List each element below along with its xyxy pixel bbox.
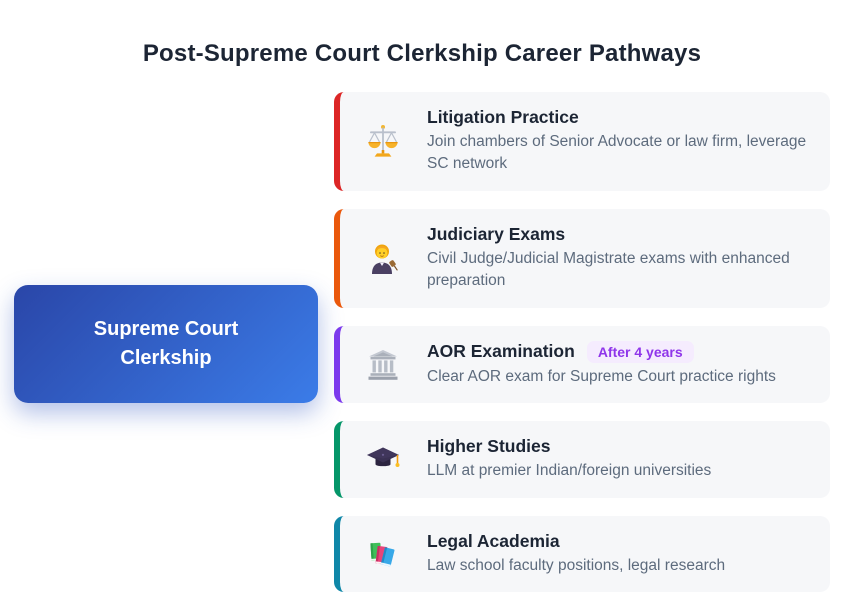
courthouse-icon — [365, 347, 401, 383]
pathway-card: Higher Studies LLM at premier Indian/for… — [334, 421, 830, 498]
pathway-card: Litigation Practice Join chambers of Sen… — [334, 92, 830, 191]
pathway-title: Legal Academia — [427, 530, 560, 551]
pathway-badge: After 4 years — [586, 340, 694, 363]
pathway-title: Judiciary Exams — [427, 223, 566, 244]
pathway-title-row: Higher Studies — [427, 436, 810, 457]
scales-icon — [365, 123, 401, 159]
pathway-card: AOR Examination After 4 years Clear AOR … — [334, 325, 830, 404]
pathway-card-body: Litigation Practice Join chambers of Sen… — [427, 107, 810, 176]
pathway-card-body: AOR Examination After 4 years Clear AOR … — [427, 340, 810, 388]
page-title: Post-Supreme Court Clerkship Career Path… — [142, 40, 702, 67]
pathway-description: LLM at premier Indian/foreign universiti… — [427, 462, 712, 480]
pathway-card-body: Judiciary Exams Civil Judge/Judicial Mag… — [427, 224, 810, 293]
pathway-card: Judiciary Exams Civil Judge/Judicial Mag… — [334, 208, 830, 308]
pathway-title-row: Judiciary Exams — [427, 224, 810, 245]
pathway-description: Civil Judge/Judicial Magistrate exams wi… — [427, 249, 790, 290]
pathway-card: Legal Academia Law school faculty positi… — [334, 515, 830, 593]
pathway-title: Litigation Practice — [427, 107, 579, 127]
pathway-title-row: Litigation Practice — [427, 107, 810, 128]
pathway-list: Litigation Practice Join chambers of Sen… — [334, 92, 830, 593]
pathway-description: Join chambers of Senior Advocate or law … — [427, 133, 807, 173]
pathway-card-body: Legal Academia Law school faculty positi… — [427, 531, 810, 577]
judge-icon — [365, 240, 401, 276]
pathway-title-row: AOR Examination After 4 years — [427, 340, 810, 363]
root-node-supreme-court-clerkship: Supreme Court Clerkship — [14, 285, 318, 403]
books-icon — [365, 536, 401, 572]
pathway-title: Higher Studies — [427, 436, 551, 457]
graduation-cap-icon — [365, 442, 401, 478]
pathway-description: Clear AOR exam for Supreme Court practic… — [427, 367, 776, 385]
root-node-label: Supreme Court Clerkship — [93, 318, 239, 369]
pathway-card-body: Higher Studies LLM at premier Indian/for… — [427, 436, 810, 482]
pathway-title: AOR Examination — [427, 341, 575, 362]
pathway-title-row: Legal Academia — [427, 531, 810, 552]
pathway-description: Law school faculty positions, legal rese… — [427, 556, 726, 574]
